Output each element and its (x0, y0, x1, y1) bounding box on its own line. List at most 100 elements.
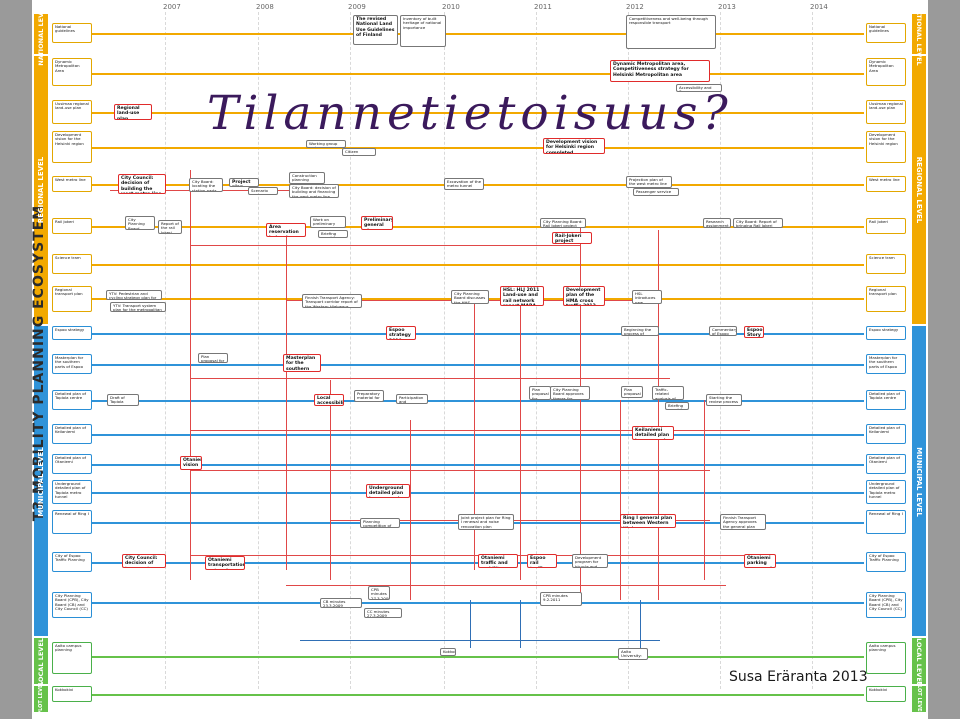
right-label-national-guidelines: National guidelines (866, 23, 906, 43)
year-2014: 2014 (810, 3, 828, 11)
event-ring-i-joint: Joint project plan for Ring I renewal an… (458, 514, 514, 530)
left-label-masterplan-south: Masterplan for the southern parts of Esp… (52, 354, 92, 374)
year-2009: 2009 (348, 3, 366, 11)
level-label-plot-left: PLOT LEVEL (38, 681, 44, 715)
event-preliminary-begins: Work on preliminary general plan begins (310, 216, 346, 228)
event-keilaniemi-approved: Keilaniemi detailed plan is approved (632, 426, 674, 440)
left-label-espoo-strategy: Espoo strategy (52, 326, 92, 340)
event-construction-planning: Construction planning begins (289, 172, 325, 184)
right-stripe-national (912, 14, 926, 54)
event-competitiveness-transport: Competitiveness and well-being through r… (626, 15, 716, 49)
left-label-espoo-traffic: City of Espoo Traffic Planning (52, 552, 92, 572)
left-label-uusimaa-plan: Uusimaa regional land-use plan (52, 100, 92, 124)
level-label-plot-right: PLOT LEVEL (916, 681, 922, 715)
event-citizen-seminar: Citizen seminar (342, 148, 376, 156)
event-aalto-vtt: Aalto University: VTT: campus collaborat… (618, 648, 648, 660)
right-stripe-local (912, 638, 926, 684)
event-plan-proposal-south: Plan proposal for public review (198, 353, 228, 363)
event-otaniemi-network: Otaniemi transportation network plan (205, 556, 245, 570)
left-label-aalto-campus: Aalto campus planning (52, 642, 92, 674)
right-stripe-municipal (912, 326, 926, 636)
event-otaniemi-vision: Otaniemi vision (180, 456, 202, 470)
event-transport-decision: City Council: decision of transport syst… (122, 554, 166, 568)
right-frame (928, 0, 960, 719)
event-participation-plan: Participation and assessment plan (396, 394, 428, 404)
event-fta-approves: Finnish Transport Agency approves the ge… (720, 514, 766, 530)
right-label-city-boards: City Planning Board (CPB), City Board (C… (866, 592, 906, 618)
event-espoo-story-process: Beginning the process of Espoo Story (621, 326, 659, 336)
event-otaniemi-mobility: Otaniemi traffic and mobility reform (478, 554, 518, 568)
event-cb-minutes-2009: CB minutes 23.3.2009 (320, 598, 362, 608)
left-label-science-tram: Science tram (52, 254, 92, 274)
event-cpb-minutes-2011: CPB minutes 9.2.2011 (540, 592, 582, 606)
right-label-ring-i: Renewal of Ring I (866, 510, 906, 534)
event-parking-norm: Otaniemi parking norm and action program… (744, 554, 776, 568)
right-stripe-plot (912, 686, 926, 712)
left-label-rail-jokeri: Rail Jokeri (52, 218, 92, 234)
event-built-heritage: Inventory of built heritage of national … (400, 15, 446, 47)
event-preparatory-material: Preparatory material for public review (354, 390, 384, 402)
left-frame (0, 0, 32, 719)
event-tapiola-draft: Draft of Tapiola development plan (107, 394, 139, 406)
event-briefing-residents-1: Briefing event for residents (318, 230, 348, 238)
year-2013: 2013 (718, 3, 736, 11)
left-stripe-municipal (34, 326, 48, 636)
left-stripe-plot (34, 686, 48, 712)
right-label-otaniemi: Detailed plan of Otaniemi (866, 454, 906, 474)
event-rail-jokeri-assessment: Rail-Jokeri project assessment (552, 232, 592, 244)
event-ytv-transport-plan: YTV: Transport system plan for the metro… (110, 302, 166, 312)
right-label-espoo-traffic: City of Espoo Traffic Planning (866, 552, 906, 572)
right-label-regional-transport: Regional transport plan (866, 286, 906, 312)
year-2012: 2012 (626, 3, 644, 11)
event-kokkokivi: Kokkokivi (440, 648, 456, 656)
right-label-west-metro: West metro line (866, 176, 906, 192)
event-ticketing: HSL introduces new ticketing zone model (632, 290, 662, 304)
event-espoo-story: Espoo Story (744, 326, 764, 338)
left-label-kokkokivi: Kokkokivi (52, 686, 92, 702)
event-plan-proposal-tapiola-1: Plan proposal for public review (529, 386, 551, 400)
right-stripe-regional (912, 56, 926, 324)
event-cpb-tapiola-theses: City Planning Board approves theses for … (550, 386, 590, 400)
event-plan-proposal-tapiola-2: Plan proposal for public review (621, 386, 643, 398)
right-label-development-vision: Development vision for the Helsinki regi… (866, 131, 906, 163)
year-2010: 2010 (442, 3, 460, 11)
level-label-national-left: NATIONAL LEVEL (37, 4, 45, 66)
event-metro-financing: City Board: decision of building and fin… (289, 184, 339, 198)
event-city-council-west-metro: City Council: decision of building the w… (118, 174, 166, 194)
event-cpb-meeting: City Planning Board meeting (125, 216, 155, 230)
event-excavation: Excavation of the metro tunnel begins (444, 178, 484, 190)
year-2007: 2007 (163, 3, 181, 11)
event-underground-approved: Underground detailed plan is approved (366, 484, 410, 498)
level-label-national-right: NATIONAL LEVEL (915, 4, 923, 66)
event-cross-traffic: Development plan of the HMA cross traffi… (563, 286, 605, 306)
left-label-west-metro: West metro line (52, 176, 92, 192)
event-dynamic-metropolitan: Dynamic Metropolitan area, Competitivene… (610, 60, 710, 82)
event-research-assignment: Research assignment to 3 consultants (703, 218, 731, 228)
event-passenger-scenarios: Passenger service scenarios (633, 188, 679, 196)
event-kopparnas-school: Planning competition of Kopparnäsvägens … (360, 518, 400, 528)
left-label-national-guidelines: National guidelines (52, 23, 92, 43)
event-hsl-hlj: HSL: HLJ 2011 Land-use and rail network … (500, 286, 544, 306)
left-label-otaniemi: Detailed plan of Otaniemi (52, 454, 92, 474)
year-2011: 2011 (534, 3, 552, 11)
event-masterplan-accepted: Masterplan for the southern parts of Esp… (283, 354, 321, 372)
event-espoo-story-commentary: Commentary of Espoo Story (709, 326, 737, 336)
event-area-reservation: Area reservation in local master plan (266, 223, 306, 237)
event-briefing-residents-2: Briefing event for residents (665, 402, 689, 410)
left-label-keilaniemi: Detailed plan of Keilaniemi (52, 424, 92, 444)
right-label-kokkokivi: Kokkokivi (866, 686, 906, 702)
left-label-development-vision: Development vision for the Helsinki regi… (52, 131, 92, 163)
event-projection-plan: Projection plan of the west metro line e… (626, 176, 672, 188)
event-accessibility: Accessibility and fluency (676, 84, 722, 92)
left-label-city-boards: City Planning Board (CPB), City Board (C… (52, 592, 92, 618)
event-regional-landuse-accepted: Regional land-use plan accepted (114, 104, 152, 120)
right-label-masterplan-south: Masterplan for the southern parts of Esp… (866, 354, 906, 374)
author-credit: Susa Eräranta 2013 (729, 669, 868, 685)
event-cpb-hhs: City Planning Board discusses the HHS tr… (451, 290, 489, 304)
right-label-tapiola-tunnel: Underground detailed plan of Tapiola met… (866, 480, 906, 504)
event-preliminary-general-plan: Preliminary general plan (361, 216, 393, 230)
left-stripe-national (34, 14, 48, 54)
level-label-municipal-right: MUNICIPAL LEVEL (915, 447, 923, 517)
event-ytv-cycling: YTV: Pedestrian and cycling strategy pla… (106, 290, 162, 300)
event-dev-vision-completed: Development vision for Helsinki region c… (543, 138, 605, 154)
